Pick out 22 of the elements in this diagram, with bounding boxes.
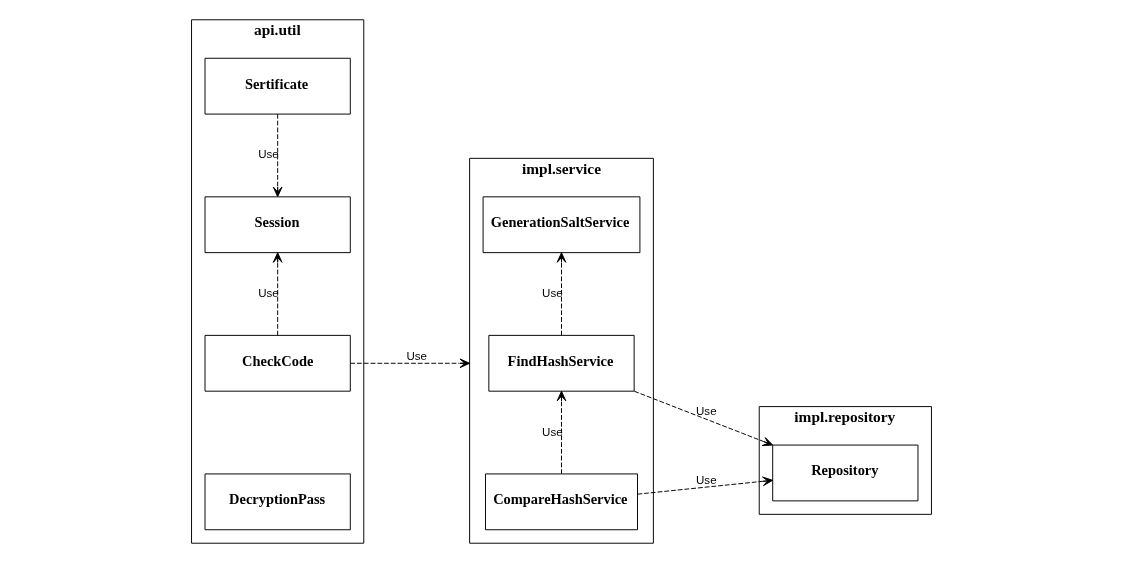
- edge-label: Use: [257, 286, 279, 299]
- arrow: [556, 390, 566, 475]
- arrow: [349, 358, 470, 369]
- arrow: [633, 390, 773, 447]
- node-box: DecryptionPass: [204, 473, 351, 531]
- edge-label: Use: [695, 474, 717, 487]
- arrow: [272, 113, 282, 198]
- edge-label: Use: [405, 350, 427, 363]
- edge-label: Use: [695, 404, 717, 417]
- node-box: Repository: [771, 444, 918, 502]
- node-box: CompareHashService: [484, 473, 638, 531]
- node-box: CheckCode: [204, 334, 351, 392]
- node-box: GenerationSaltService: [482, 196, 640, 254]
- arrow: [636, 476, 773, 495]
- arrow: [272, 252, 282, 336]
- edge-label: Use: [541, 425, 563, 438]
- node-box: Sertificate: [204, 57, 351, 115]
- arrow: [556, 252, 566, 336]
- edge-label: Use: [541, 286, 563, 299]
- node-box: FindHashService: [487, 334, 635, 392]
- node-box: Session: [204, 196, 351, 254]
- edge-label: Use: [257, 148, 279, 161]
